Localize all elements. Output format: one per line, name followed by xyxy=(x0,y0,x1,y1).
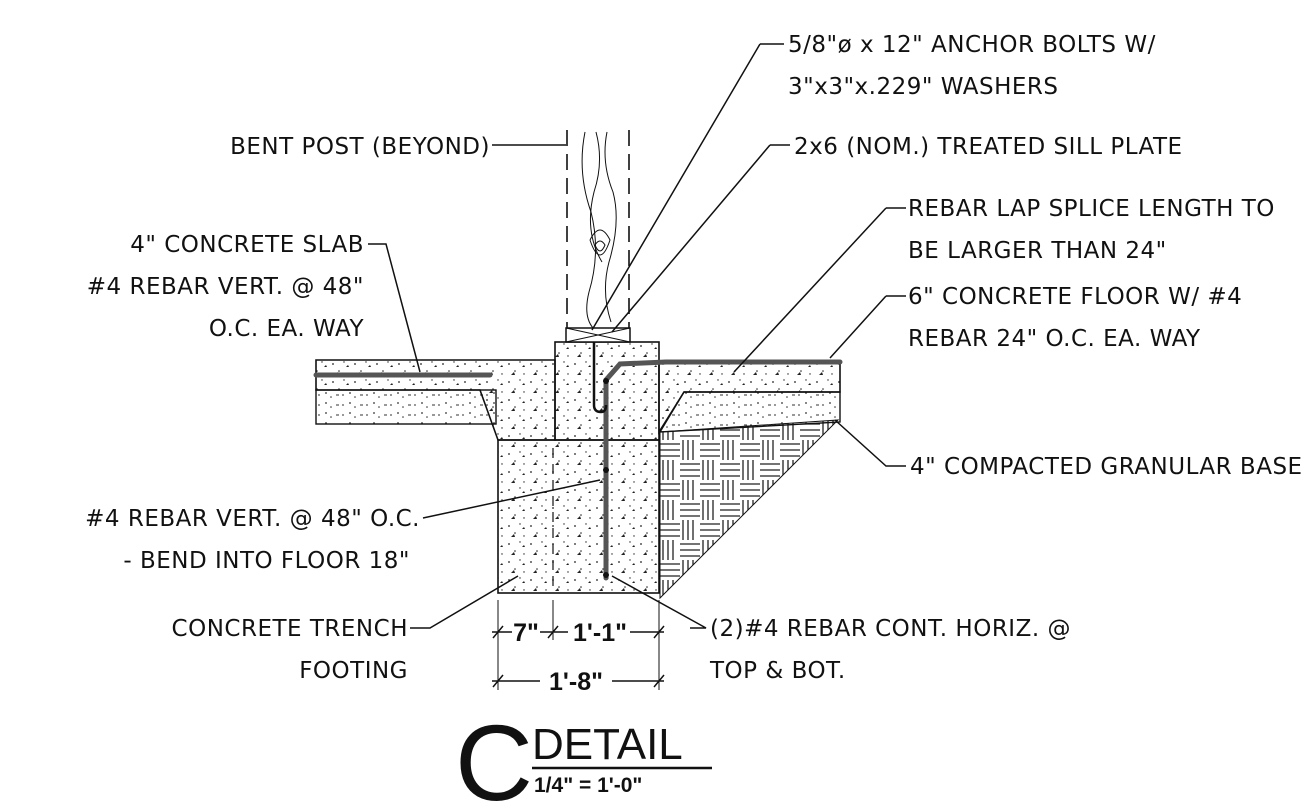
bent-post-label: BENT POST (BEYOND) xyxy=(230,134,490,160)
rebar-dot-top xyxy=(603,378,609,384)
slab-label-3: O.C. EA. WAY xyxy=(209,316,365,342)
slab-label-1: 4" CONCRETE SLAB xyxy=(130,232,364,258)
anchor-bolt-label-1: 5/8"ø x 12" ANCHOR BOLTS W/ xyxy=(788,32,1156,58)
bent-post xyxy=(566,130,630,329)
rebar-dot-bot xyxy=(603,572,609,578)
lap-splice-label-1: REBAR LAP SPLICE LENGTH TO xyxy=(908,196,1275,222)
horiz-rebar-label-1: (2)#4 REBAR CONT. HORIZ. @ xyxy=(710,616,1071,642)
horiz-rebar-label-2: TOP & BOT. xyxy=(709,658,846,684)
anchor-bolt-label-2: 3"x3"x.229" WASHERS xyxy=(788,74,1058,100)
vert-rebar-label-1: #4 REBAR VERT. @ 48" O.C. xyxy=(85,506,420,532)
soil-hatch xyxy=(659,419,840,600)
trench-footing xyxy=(497,439,660,594)
dim-total: 1'-8" xyxy=(549,668,603,696)
lap-splice-label-2: BE LARGER THAN 24" xyxy=(908,238,1167,264)
floor-label-2: REBAR 24" O.C. EA. WAY xyxy=(908,326,1201,352)
slab-label-2: #4 REBAR VERT. @ 48" xyxy=(87,274,364,300)
detail-letter: C xyxy=(455,702,533,808)
trench-footing-label-2: FOOTING xyxy=(299,658,408,684)
dim-right: 1'-1" xyxy=(573,619,627,647)
detail-title: DETAIL xyxy=(532,720,683,769)
granular-base-left xyxy=(315,389,497,425)
floor-label-1: 6" CONCRETE FLOOR W/ #4 xyxy=(908,284,1242,310)
dim-left: 7" xyxy=(513,619,539,647)
leader-lines xyxy=(368,43,906,629)
granular-base-label: 4" COMPACTED GRANULAR BASE xyxy=(910,454,1303,480)
detail-scale: 1/4" = 1'-0" xyxy=(534,774,642,797)
dimension-lines xyxy=(492,600,665,690)
rebar-dot-mid xyxy=(603,467,609,473)
trench-footing-label-1: CONCRETE TRENCH xyxy=(172,616,408,642)
vertical-rebar xyxy=(603,359,669,581)
anchor-bolt xyxy=(592,330,608,414)
sill-plate-label: 2x6 (NOM.) TREATED SILL PLATE xyxy=(794,134,1183,160)
vert-rebar-label-2: - BEND INTO FLOOR 18" xyxy=(123,548,410,574)
